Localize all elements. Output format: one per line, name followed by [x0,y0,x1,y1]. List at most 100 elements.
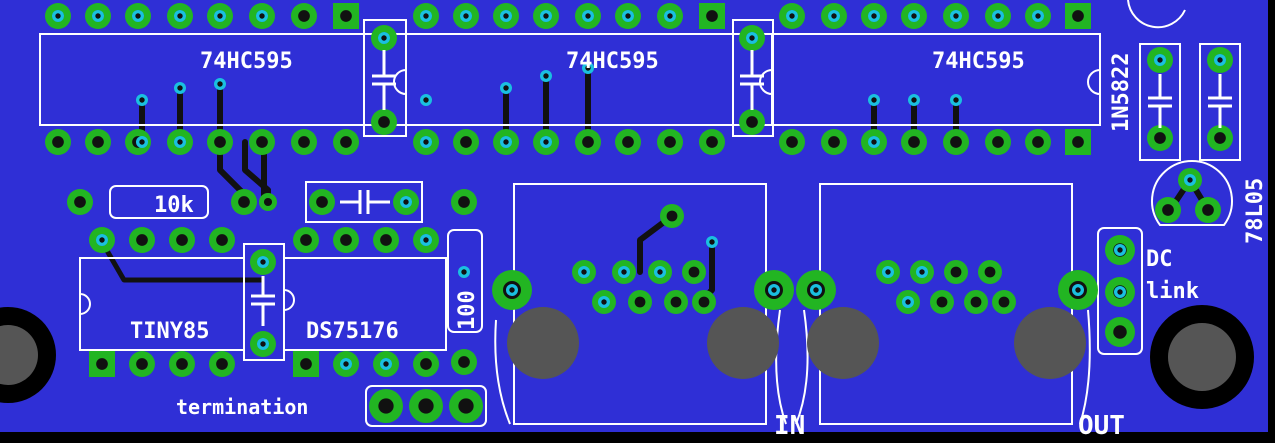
resistor-10k-outline [109,185,209,219]
via [950,94,962,106]
via [500,136,512,148]
via [868,10,880,22]
via [132,10,144,22]
ds75176-notch [283,289,295,311]
jack-out-left-arc [795,309,809,425]
via [174,10,186,22]
dc-link-label-2: link [1146,279,1199,304]
cap2-outline [732,19,774,137]
ic2-pin-bottom [453,129,479,155]
via [582,10,594,22]
via [257,256,269,268]
ic2-label: 74HC595 [566,49,659,74]
via [174,82,186,94]
ic1-label: 74HC595 [200,49,293,74]
ic1-pin-top [333,3,359,29]
jack-in-label: IN [774,411,805,441]
via [174,136,186,148]
via [908,10,920,22]
resistor-10k-pad [67,189,93,215]
jack-in-right-arc [775,309,787,425]
via [458,266,470,278]
via [500,10,512,22]
vias [52,10,1226,370]
via [214,10,226,22]
ic1-pin-bottom [207,129,233,155]
via [540,10,552,22]
termination-pin [409,389,443,423]
via [378,32,390,44]
ds75176-outline [283,257,447,351]
cap4-pad [1207,125,1233,151]
termination-header-outline [365,385,487,427]
ic1-pin-bottom [45,129,71,155]
via [1072,284,1084,296]
via [1154,54,1166,66]
attiny-notch [79,293,91,315]
resistor-100-pad [451,349,477,375]
ds75176-pin-top [293,227,319,253]
ds75176-pin-top [333,227,359,253]
via [52,10,64,22]
ic1-pin-bottom [85,129,111,155]
regulator-outline [1151,160,1233,226]
jack-in-pin [682,260,706,284]
via [578,266,590,278]
cap5-outline [305,181,423,223]
via [506,284,518,296]
via [256,10,268,22]
via [420,94,432,106]
resistor-100-pad [451,189,477,215]
via [992,10,1004,22]
cap3-outline [1139,43,1181,161]
jack-in-left-arc [494,319,511,425]
mounting-holes [0,305,1254,409]
ic2-pin-top [699,3,725,29]
trace [637,213,675,275]
regulator-pad [1195,197,1221,223]
regulator-label: 78L05 [1243,178,1268,244]
cap3-pad [1147,125,1173,151]
resistor-10k-pad [231,189,257,215]
via [664,10,676,22]
via [908,94,920,106]
cap4-outline [1199,43,1241,161]
ic3-pin-bottom [901,129,927,155]
via [1032,10,1044,22]
via [902,296,914,308]
via [706,236,718,248]
capacitor-symbols [251,50,1232,326]
via [622,10,634,22]
via [1184,174,1196,186]
via [746,32,758,44]
via [654,266,666,278]
via [420,136,432,148]
via [1114,286,1126,298]
ic3-label: 74HC595 [932,49,1025,74]
attiny-pin-top [169,227,195,253]
cap1-pad [371,109,397,135]
termination-label: termination [176,395,308,419]
via [136,94,148,106]
via [786,10,798,22]
ds75176-pin-bottom [413,351,439,377]
via [598,296,610,308]
topright-arc [1127,0,1186,29]
via [582,62,594,74]
via [257,338,269,350]
ic3-pin-top [1065,3,1091,29]
resistor-100-outline [447,229,483,333]
jack-in-via-pad [660,204,684,228]
ic2-notch [759,69,773,95]
ds75176-pin-bottom [293,351,319,377]
ic3-pin-bottom [821,129,847,155]
via [1214,54,1226,66]
ic1-pin-top [291,3,317,29]
resistor-10k-label: 10k [154,193,194,218]
ic2-pin-bottom [657,129,683,155]
resistor-100-label: 100 [455,290,480,330]
via [214,78,226,90]
ds75176-label: DS75176 [306,319,399,344]
via [92,10,104,22]
ic1-pin-bottom [249,129,275,155]
